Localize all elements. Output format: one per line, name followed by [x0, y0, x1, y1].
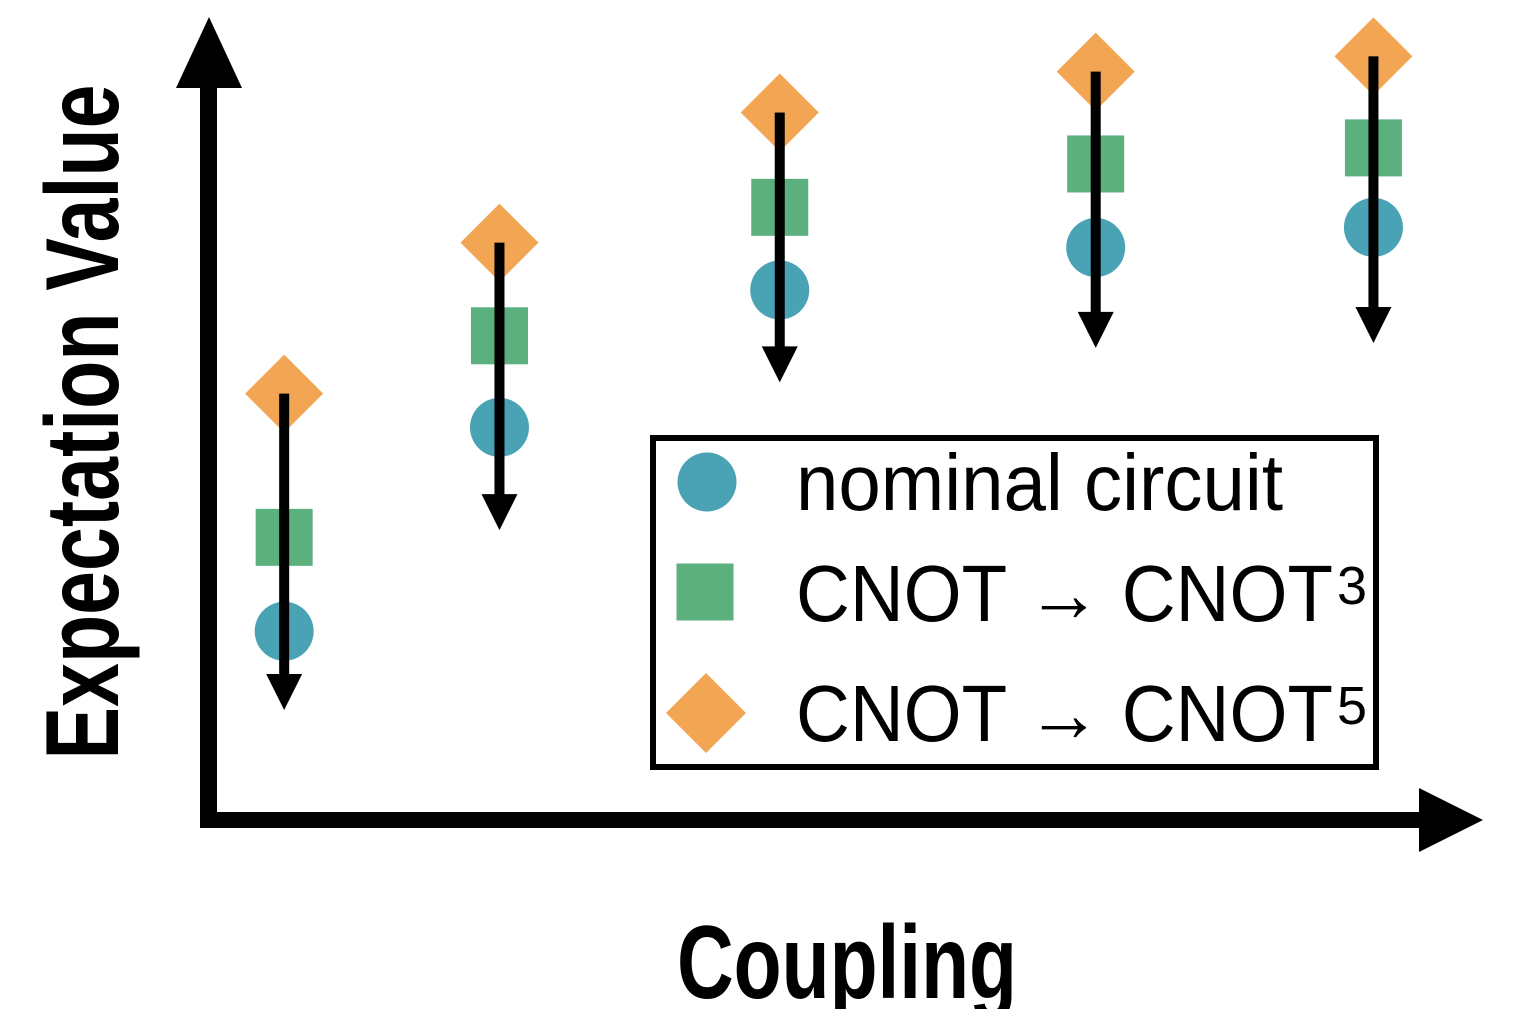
decrease-arrow-head-icon	[481, 494, 518, 531]
coupling-group-4	[1056, 32, 1135, 348]
coupling-group-2	[460, 203, 539, 531]
legend-label-nominal: nominal circuit	[796, 438, 1283, 527]
legend-label-cnot5-superscript: 5	[1337, 676, 1367, 736]
y-axis-label: Expectation Value	[25, 85, 141, 760]
decrease-arrow-shaft	[279, 393, 290, 680]
coupling-group-3	[740, 73, 819, 383]
x-axis-arrowhead-icon	[1419, 788, 1483, 852]
decrease-arrow-shaft	[1090, 71, 1101, 318]
decrease-arrow-head-icon	[761, 346, 798, 383]
y-axis-shaft	[200, 80, 217, 827]
legend-label-cnot3-base: CNOT → CNOT	[796, 549, 1333, 638]
legend-label-cnot3-superscript: 3	[1337, 556, 1367, 616]
decrease-arrow-head-icon	[266, 673, 303, 710]
legend-diamond-swatch	[666, 673, 746, 753]
legend-label-cnot5-base: CNOT → CNOT	[796, 669, 1333, 758]
legend-circle-swatch	[677, 452, 737, 512]
coupling-group-1	[245, 354, 324, 710]
decrease-arrow-shaft	[774, 112, 785, 353]
y-axis-arrowhead-icon	[176, 17, 242, 88]
x-axis-shaft	[200, 812, 1421, 828]
decrease-arrow-shaft	[494, 242, 505, 501]
legend-box	[650, 435, 1379, 770]
legend-square-swatch	[676, 563, 734, 621]
x-axis-label: Coupling	[677, 905, 1017, 1009]
decrease-arrow-head-icon	[1077, 311, 1114, 348]
decrease-arrow-shaft	[1368, 56, 1379, 314]
decrease-arrow-head-icon	[1355, 307, 1392, 344]
coupling-group-5	[1334, 17, 1413, 344]
